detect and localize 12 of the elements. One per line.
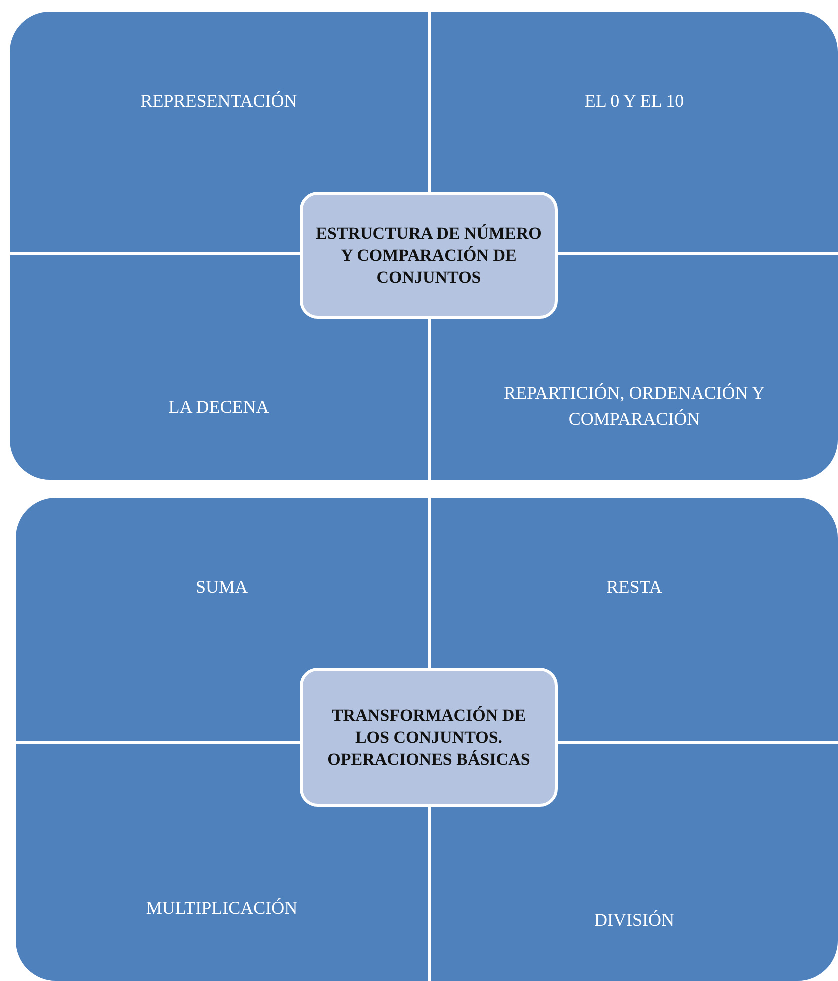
quadrant-label: MULTIPLICACIÓN [146,897,298,920]
quadrant-label: DIVISIÓN [594,909,674,932]
quadrant-label: SUMA [196,576,248,599]
quadrant-label: REPARTICIÓN, ORDENACIÓN Y COMPARACIÓN [502,382,766,431]
quadrant-label: EL 0 Y EL 10 [584,90,684,113]
quadrant-label: RESTA [606,576,662,599]
center-box [300,192,558,319]
quadrant-label: LA DECENA [168,396,270,419]
center-label: ESTRUCTURA DE NÚMERO Y COMPARACIÓN DE CONJUNTOS [315,222,543,288]
center-label: TRANSFORMACIÓN DE LOS CONJUNTOS. OPERACIONES BÁSICAS [326,704,532,770]
center-box [300,668,558,807]
quadrant-label: REPRESENTACIÓN [140,90,298,113]
